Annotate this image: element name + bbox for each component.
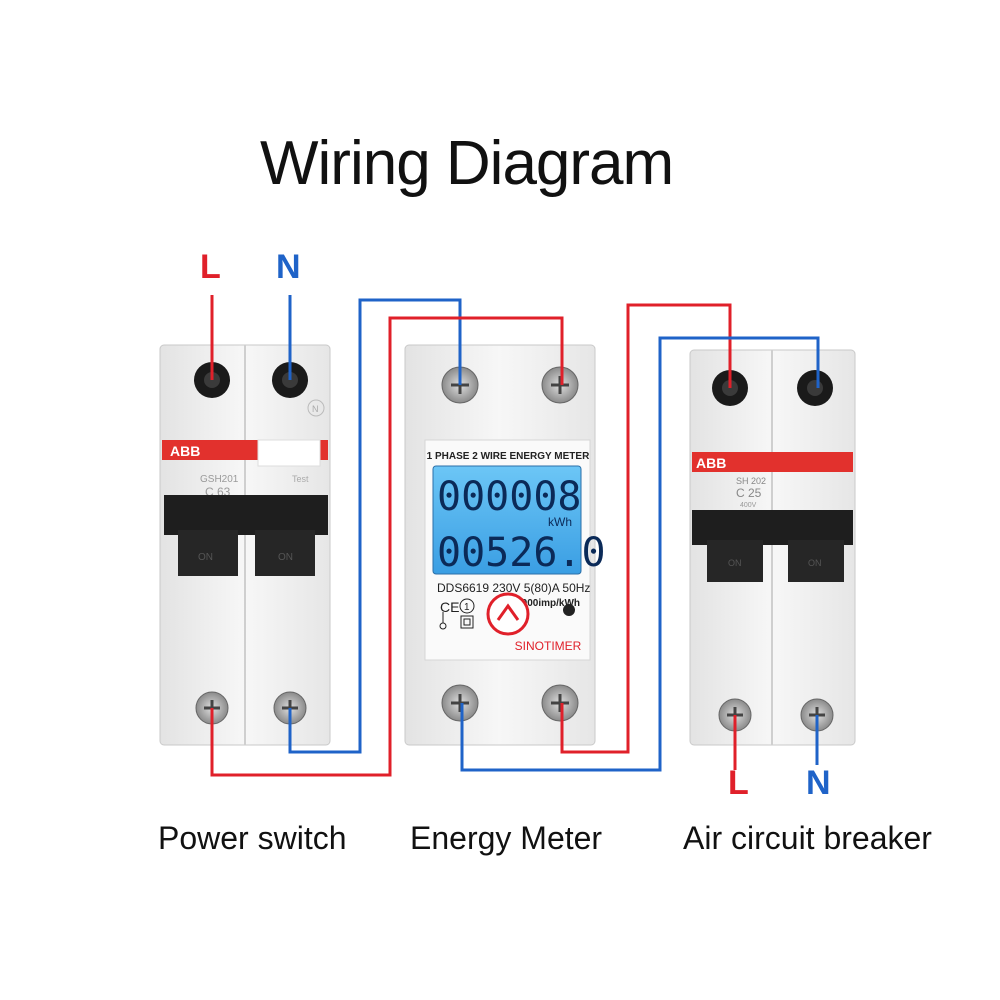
power-switch-n-mark: N: [312, 404, 319, 414]
power-switch-on-label: ON: [198, 552, 213, 563]
double-insulation-icon: [460, 615, 474, 629]
air-breaker-handle-right[interactable]: [788, 540, 844, 582]
meter-spec-line: DDS6619 230V 5(80)A 50Hz: [437, 581, 590, 595]
power-switch-model: GSH201: [200, 474, 239, 485]
power-switch-handle-bar: [164, 495, 328, 535]
power-switch-handle-left[interactable]: [178, 530, 238, 576]
air-breaker-handle-bar: [692, 510, 853, 545]
output-neutral-label: N: [806, 764, 831, 802]
air-breaker-rating: C 25: [736, 486, 762, 500]
abb-stripe-2: [692, 452, 853, 472]
air-breaker-handle-left[interactable]: [707, 540, 763, 582]
wire-meter-neutral-to-breaker: [460, 336, 820, 772]
power-switch-brand: ABB: [170, 443, 200, 459]
power-switch-caption: Power switch: [158, 820, 347, 856]
pulse-led-icon: [563, 604, 575, 616]
air-breaker-on-label: ON: [728, 558, 742, 568]
wires: [210, 295, 820, 777]
meter-ce-mark: CE: [440, 599, 459, 615]
meter-lcd: [432, 465, 582, 575]
air-breaker: ABB SH 202 C 25 400V 6000 ON ON: [689, 349, 856, 746]
power-switch-on-label-2: ON: [278, 552, 293, 563]
energy-meter: 1 PHASE 2 WIRE ENERGY METER 000008 kWh 0…: [404, 344, 606, 746]
input-neutral-label: N: [276, 248, 301, 286]
meter-class-mark: 1: [464, 602, 470, 613]
air-breaker-model: SH 202: [736, 476, 766, 486]
power-switch-handle-right[interactable]: [255, 530, 315, 576]
meter-unit: kWh: [548, 515, 572, 529]
wire-switch-live-to-meter: [210, 316, 564, 777]
wire-switch-neutral-to-meter: [288, 298, 462, 754]
meter-brand: SINOTIMER: [515, 639, 582, 653]
energy-meter-caption: Energy Meter: [410, 820, 603, 856]
meter-header: 1 PHASE 2 WIRE ENERGY METER: [427, 451, 590, 462]
meter-reading-top: 000008: [437, 474, 582, 520]
meter-impulse: 1000imp/kWh: [516, 598, 580, 609]
air-breaker-caption: Air circuit breaker: [683, 820, 932, 856]
air-breaker-voltage: 400V: [740, 502, 757, 509]
power-switch-side-text: Test: [292, 474, 309, 484]
air-breaker-on-label-2: ON: [808, 558, 822, 568]
input-live-label: L: [200, 248, 221, 286]
page-title: Wiring Diagram: [260, 129, 674, 198]
output-live-label: L: [728, 764, 749, 802]
power-switch: ABB GSH201 C 63 Test ON ON N: [159, 344, 331, 746]
wire-meter-live-to-breaker: [560, 303, 732, 754]
air-breaker-brand: ABB: [696, 455, 726, 471]
sinotimer-logo-icon: [486, 592, 530, 636]
meter-reading-bottom: 00526.0: [437, 530, 606, 576]
